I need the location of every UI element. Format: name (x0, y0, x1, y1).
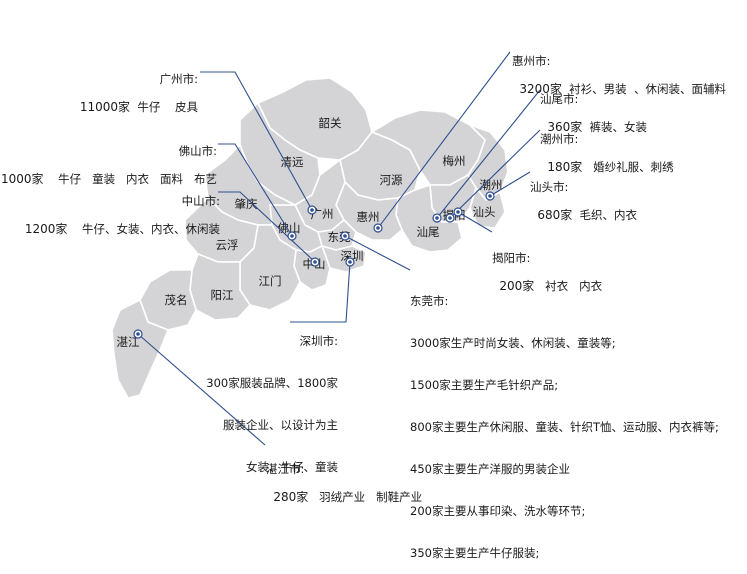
callout-shantou-count: 680家 (537, 208, 573, 222)
leader-shantou (489, 171, 531, 197)
callout-huizhou-count: 3200家 (519, 82, 562, 96)
callout-shanwei-detail: 裤装、女装 (582, 120, 648, 134)
marker-zhanjiang[interactable] (133, 329, 143, 339)
marker-jieyang[interactable] (453, 207, 463, 217)
callout-dongguan-line: 3000家生产时尚女装、休闲装、童装等; (410, 336, 616, 350)
marker-chaozhou[interactable] (445, 213, 455, 223)
callout-dongguan-line: 1500家主要生产毛针织产品; (410, 378, 559, 392)
label-shaoguan: 韶关 (319, 116, 342, 130)
callout-zhongshan-count: 1200家 (24, 222, 68, 236)
callout-huizhou-city: 惠州市: (512, 54, 551, 68)
marker-zhongshan[interactable] (310, 257, 320, 267)
label-maoming: 茂名 (165, 293, 188, 307)
label-qingyuan: 清远 (281, 155, 304, 169)
leader-zhanjiang (137, 333, 266, 446)
callout-shenzhen: 深圳市: 300家服装品牌、1800家 服装企业、以设计为主 女装、牛仔、童装 (206, 306, 338, 488)
callout-chaozhou-detail: 婚纱礼服、刺绣 (582, 160, 674, 174)
marker-foshan[interactable] (287, 231, 297, 241)
callout-shantou-detail: 毛织、内衣 (572, 208, 638, 222)
callout-shenzhen-line: 女装、牛仔、童装 (246, 460, 338, 474)
label-chaozhou: 潮州 (480, 178, 503, 192)
callout-shenzhen-city: 深圳市: (299, 334, 338, 348)
callout-guangzhou-city: 广州市: (159, 72, 198, 86)
leader-dongguan (344, 235, 411, 271)
callout-dongguan-line: 200家主要从事印染、洗水等环节; (410, 504, 586, 518)
label-yangjiang: 阳江 (211, 288, 234, 302)
callout-jieyang: 揭阳市: 200家 衬衣 内衣 (492, 223, 602, 293)
leader-shanwei (436, 89, 541, 219)
leader-shenzhen (290, 261, 351, 323)
leader-foshan (218, 143, 293, 237)
callout-shenzhen-line: 300家服装品牌、1800家 (206, 376, 338, 390)
label-yunfu: 云浮 (216, 238, 239, 252)
callout-dongguan-line: 350家主要生产牛仔服装; (410, 546, 540, 560)
callout-foshan-city: 佛山市: (178, 144, 217, 158)
label-shanwei: 汕尾 (417, 225, 440, 239)
label-zhaoqing: 肇庆 (235, 197, 258, 211)
callout-huizhou-detail: 衬衫、男装 、休闲装、面辅料 (561, 82, 726, 96)
marker-shenzhen[interactable] (345, 257, 355, 267)
callout-jieyang-city: 揭阳市: (492, 251, 531, 265)
leader-chaozhou (449, 129, 541, 219)
callout-foshan-detail: 牛仔 童装 内衣 面料 布艺 (43, 172, 217, 186)
callout-zhongshan-detail: 牛仔、女装、内衣、休闲装 (67, 222, 220, 236)
marker-shanwei[interactable] (432, 213, 442, 223)
guangdong-map: 韶关 清远 河源 梅州 潮州 揭阳 汕头 汕尾 惠州 广州 东莞 深圳 佛山 中… (111, 51, 541, 446)
marker-shantou[interactable] (485, 191, 495, 201)
label-meizhou: 梅州 (443, 154, 466, 168)
marker-huizhou[interactable] (373, 223, 383, 233)
callout-shanwei-city: 汕尾市: (540, 92, 579, 106)
label-heyuan: 河源 (380, 173, 403, 187)
callout-zhongshan-city: 中山市: (181, 194, 220, 208)
callout-foshan: 佛山市: 11000家 牛仔 童装 内衣 面料 布艺 (0, 116, 217, 186)
callout-zhanjiang-city: 湛江市: (266, 462, 305, 476)
callout-chaozhou-count: 180家 (547, 160, 583, 174)
label-foshan: 佛山 (278, 221, 301, 235)
label-huizhou: 惠州 (357, 210, 380, 224)
callout-zhongshan: 中山市: 1200家 牛仔、女装、内衣、休闲装 (18, 166, 220, 236)
callout-chaozhou-city: 潮州市: (540, 132, 579, 146)
callout-guangzhou-count: 11000家 (79, 100, 131, 114)
marker-guangzhou[interactable] (307, 205, 317, 215)
label-shantou: 汕头 (473, 205, 496, 219)
callout-shenzhen-line: 服装企业、以设计为主 (223, 418, 338, 432)
callout-guangzhou: 广州市: 11000家 牛仔 皮具 (73, 44, 198, 114)
callout-jieyang-detail: 衬衣 内衣 (534, 279, 603, 293)
callout-shanwei-count: 360家 (547, 120, 583, 134)
leader-jieyang (457, 211, 493, 233)
callout-foshan-count: 11000家 (0, 172, 44, 186)
region-zhanjiang[interactable] (111, 298, 170, 399)
label-zhanjiang: 湛江 (117, 335, 140, 349)
callout-dongguan-line: 450家主要生产洋服的男装企业 (410, 462, 570, 476)
leader-huizhou (377, 51, 511, 229)
callout-dongguan-line: 800家主要生产休闲服、童装、针织T恤、运动服、内衣裤等; (410, 420, 719, 434)
callout-shantou: 汕头市: 680家 毛织、内衣 (530, 152, 637, 222)
marker-dongguan[interactable] (340, 231, 350, 241)
callout-shantou-city: 汕头市: (530, 180, 569, 194)
callout-zhanjiang-detail: 羽绒产业 制鞋产业 (308, 490, 423, 504)
callout-zhanjiang-count: 280家 (273, 490, 309, 504)
callout-guangzhou-detail: 牛仔 皮具 (130, 100, 198, 114)
callout-dongguan-city: 东莞市: (410, 294, 449, 308)
callout-zhanjiang: 湛江市: 280家 羽绒产业 制鞋产业 (266, 434, 422, 504)
label-jiangmen: 江门 (259, 274, 282, 288)
callout-dongguan: 东莞市: 3000家生产时尚女装、休闲装、童装等; 1500家主要生产毛针织产品… (410, 266, 719, 574)
region-shenzhen[interactable] (320, 244, 367, 273)
callout-huizhou: 惠州市: 3200家 衬衫、男装 、休闲装、面辅料 (512, 26, 726, 96)
callout-jieyang-count: 200家 (499, 279, 535, 293)
callout-shanwei: 汕尾市: 360家 裤装、女装 (540, 64, 647, 134)
callout-chaozhou: 潮州市: 180家 婚纱礼服、刺绣 (540, 104, 674, 174)
leader-guangzhou (200, 71, 313, 211)
